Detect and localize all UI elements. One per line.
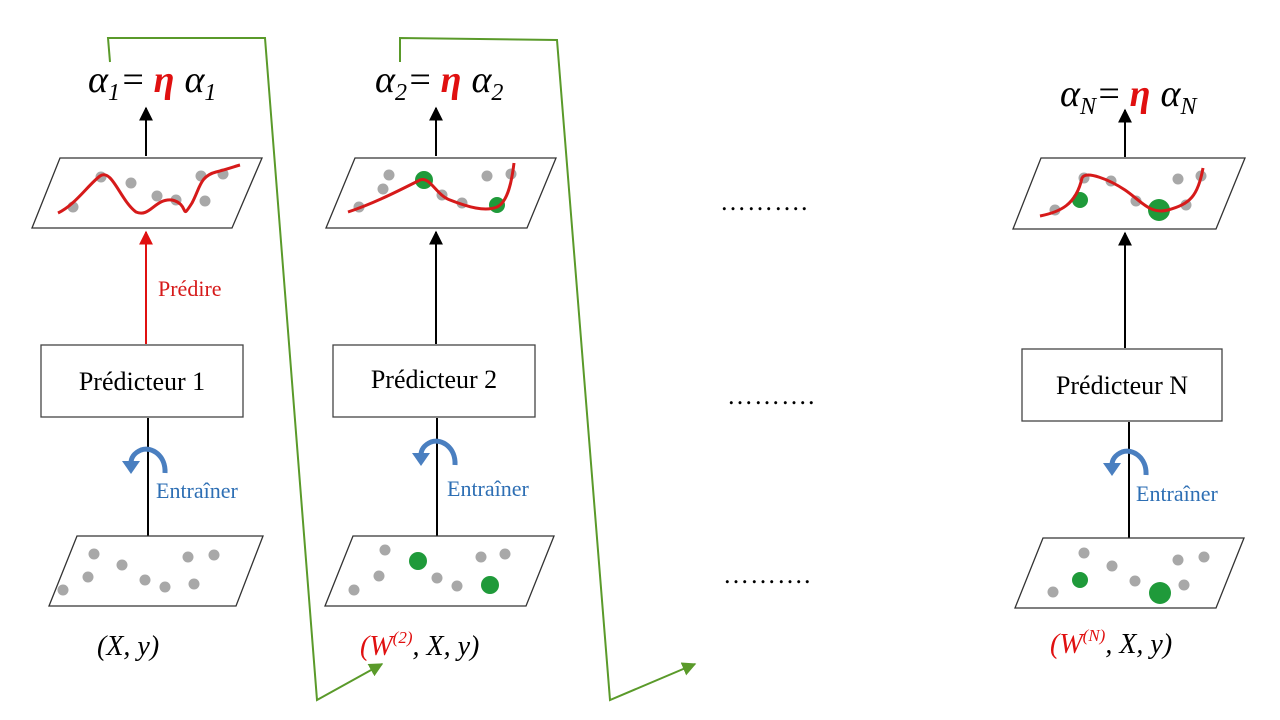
training-plane-2 bbox=[324, 535, 555, 607]
training-plane-n bbox=[1014, 537, 1245, 609]
feedback-path-2-to-next bbox=[399, 36, 697, 702]
data-point bbox=[348, 584, 360, 596]
data-point bbox=[88, 548, 100, 560]
data-point bbox=[373, 570, 385, 582]
data-point bbox=[431, 572, 443, 584]
weighted-point bbox=[481, 576, 499, 594]
weighted-point bbox=[489, 197, 505, 213]
prediction-curve-2 bbox=[347, 162, 516, 214]
data-point bbox=[1129, 575, 1141, 587]
training-points-2 bbox=[348, 544, 511, 596]
weighted-point bbox=[1072, 572, 1088, 588]
prediction-curve-n bbox=[1039, 167, 1205, 218]
data-point bbox=[377, 183, 389, 195]
data-point bbox=[1198, 551, 1210, 563]
ellipsis-middle: ………. bbox=[727, 381, 816, 410]
data-point bbox=[383, 169, 395, 181]
train-cycle-arrowhead-n bbox=[1103, 463, 1121, 476]
input-label-1: (X, y) bbox=[97, 631, 159, 662]
training-points-1 bbox=[57, 548, 220, 596]
train-cycle-arrowhead-1 bbox=[122, 461, 140, 474]
data-point bbox=[1047, 586, 1059, 598]
data-point bbox=[1130, 195, 1142, 207]
data-point bbox=[208, 549, 220, 561]
train-label-n: Entraîner bbox=[1136, 481, 1219, 506]
predictor-label-2: Prédicteur 2 bbox=[371, 365, 497, 394]
predictor-label-n: Prédicteur N bbox=[1056, 371, 1188, 400]
data-point bbox=[379, 544, 391, 556]
ellipsis-top: ………. bbox=[720, 187, 809, 216]
data-point bbox=[139, 574, 151, 586]
data-point bbox=[1106, 560, 1118, 572]
train-cycle-icon-2 bbox=[418, 438, 458, 466]
predictor-box-2 bbox=[332, 344, 536, 418]
data-point bbox=[182, 551, 194, 563]
predictor-box-1 bbox=[40, 344, 244, 418]
input-label-n: (W(N), X, y) bbox=[1050, 626, 1172, 660]
train-label-2: Entraîner bbox=[447, 476, 530, 501]
data-point bbox=[57, 584, 69, 596]
data-point bbox=[159, 581, 171, 593]
train-cycle-icon-n bbox=[1109, 448, 1149, 476]
weighted-point bbox=[409, 552, 427, 570]
data-point bbox=[1180, 199, 1192, 211]
data-point bbox=[82, 571, 94, 583]
training-plane-1 bbox=[48, 535, 264, 607]
data-point bbox=[499, 548, 511, 560]
data-point bbox=[125, 177, 137, 189]
train-cycle-icon-1 bbox=[128, 446, 168, 474]
data-point bbox=[1078, 547, 1090, 559]
predictor-box-n bbox=[1021, 348, 1223, 422]
data-point bbox=[1178, 579, 1190, 591]
data-point bbox=[475, 551, 487, 563]
ellipsis-bottom: ………. bbox=[723, 560, 812, 589]
predict-label-1: Prédire bbox=[158, 276, 222, 301]
train-label-1: Entraîner bbox=[156, 478, 239, 503]
prediction-curve-1 bbox=[57, 163, 241, 215]
feedback-path-1-to-2 bbox=[106, 37, 384, 702]
train-cycle-arrowhead-2 bbox=[412, 453, 430, 466]
predictor-label-1: Prédicteur 1 bbox=[79, 367, 205, 396]
weighted-point bbox=[1149, 582, 1171, 604]
data-point bbox=[1172, 554, 1184, 566]
data-point bbox=[199, 195, 211, 207]
data-point bbox=[1172, 173, 1184, 185]
data-point bbox=[116, 559, 128, 571]
data-point bbox=[451, 580, 463, 592]
data-point bbox=[188, 578, 200, 590]
data-point bbox=[151, 190, 163, 202]
input-label-2: (W(2), X, y) bbox=[360, 628, 479, 662]
training-points-n bbox=[1047, 547, 1210, 604]
data-point bbox=[481, 170, 493, 182]
